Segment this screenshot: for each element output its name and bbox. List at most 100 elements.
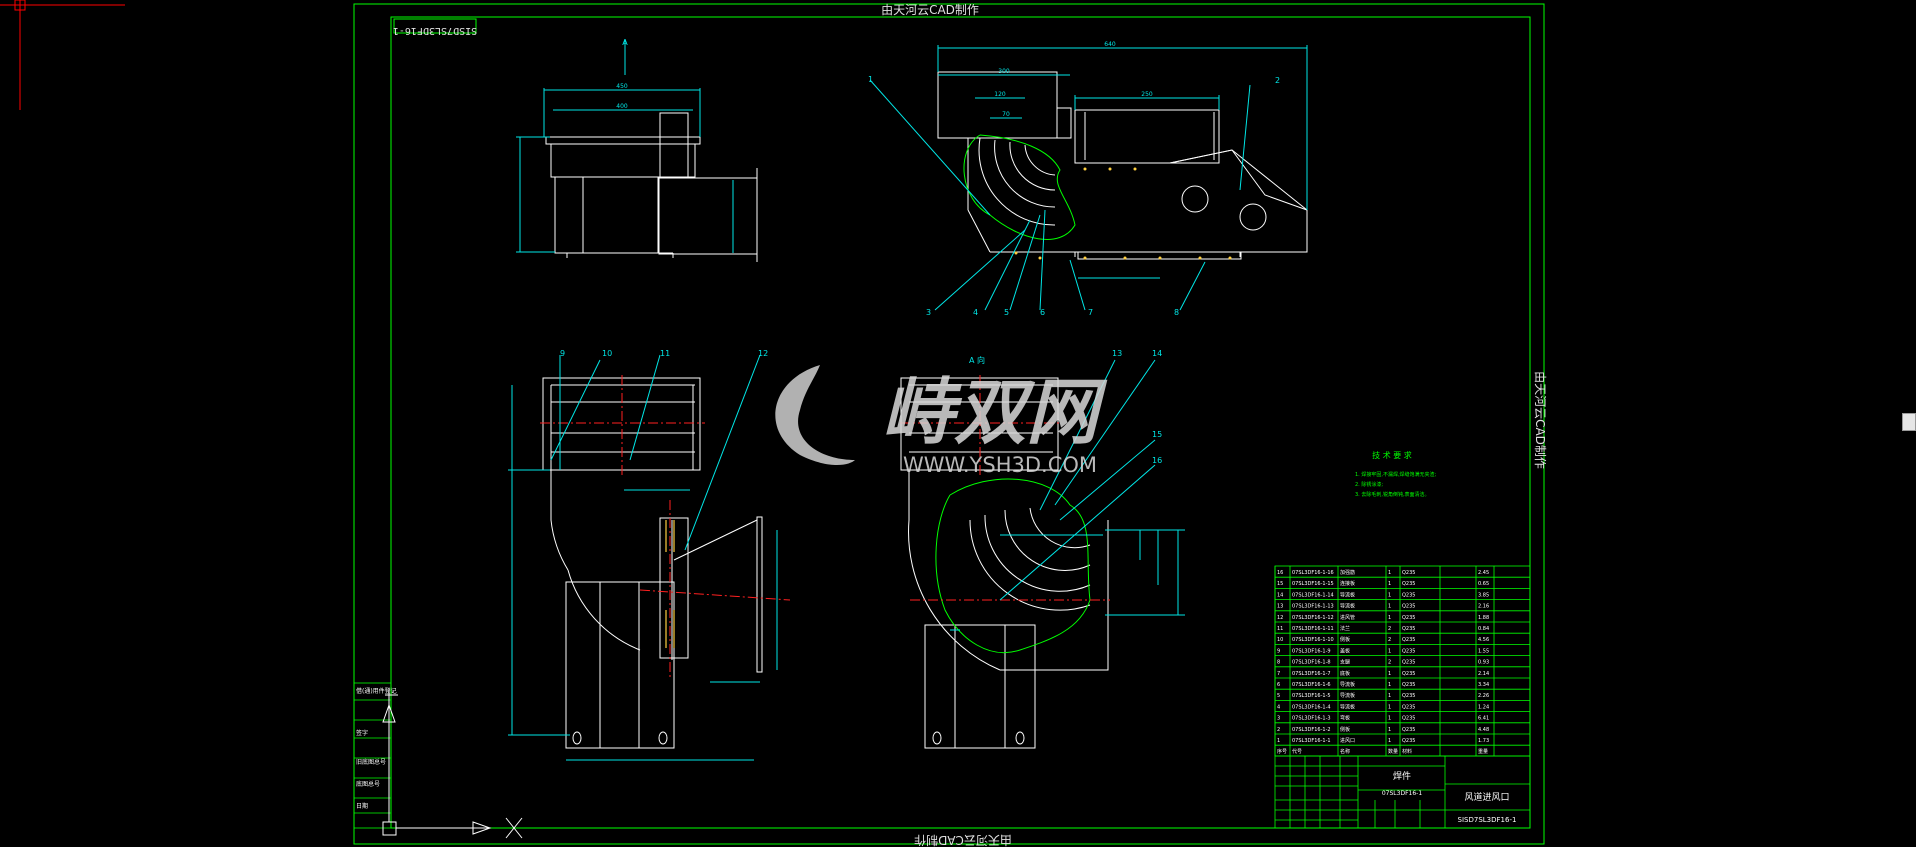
bom-cell-no: 7 — [1277, 671, 1280, 677]
view-bottom-right — [900, 377, 1109, 749]
bom-cell-no: 9 — [1277, 648, 1280, 654]
balloon-5: 5 — [1004, 308, 1009, 317]
watermark-top: 由天河云CAD制作 — [881, 3, 979, 17]
bom-cell-name: 法兰 — [1340, 625, 1350, 632]
tech-notes-line-3: 3. 去除毛刺,锐角倒钝,表面清洁。 — [1355, 491, 1430, 498]
bom-cell-no: 15 — [1277, 581, 1283, 587]
bom-cell-material: Q235 — [1402, 716, 1415, 722]
bom-cell-no: 8 — [1277, 660, 1280, 666]
balloon-2: 2 — [1275, 76, 1280, 85]
bom-cell-no: 14 — [1277, 592, 1283, 598]
dims-top-right — [869, 45, 1308, 311]
dims-top-left — [516, 40, 734, 253]
sheet-frame — [353, 3, 1545, 845]
bom-cell-qty: 1 — [1388, 604, 1391, 610]
bom-cell-weight: 1.24 — [1478, 704, 1489, 710]
bom-cell-name: 侧板 — [1340, 726, 1350, 733]
bom-cell-weight: 1.88 — [1478, 615, 1489, 621]
bom-cell-material: Q235 — [1402, 581, 1415, 587]
tech-notes-line-2: 2. 除锈涂漆; — [1355, 481, 1383, 488]
scrollbar-thumb[interactable] — [1902, 413, 1916, 431]
balloon-11: 11 — [660, 349, 670, 358]
bom-header-cell: 名称 — [1340, 748, 1350, 755]
bom-header-cell: 重量 — [1478, 748, 1488, 755]
dims-bottom-right — [950, 359, 1185, 631]
balloon-3: 3 — [926, 308, 931, 317]
bom-cell-weight: 2.14 — [1478, 671, 1489, 677]
bom-cell-code: 07SL3DF16-1-12 — [1292, 615, 1334, 621]
balloon-15: 15 — [1152, 430, 1162, 439]
dim-top-d3: 300 — [998, 68, 1010, 75]
bom-cell-qty: 1 — [1388, 704, 1391, 710]
bom-cell-material: Q235 — [1402, 570, 1415, 576]
bom-cell-qty: 1 — [1388, 570, 1391, 576]
bom-cell-weight: 2.45 — [1478, 570, 1489, 576]
hatch-top-right — [1014, 167, 1232, 260]
bom-cell-qty: 1 — [1388, 693, 1391, 699]
view-top-right — [937, 71, 1308, 260]
assembly-type: 焊件 — [1393, 770, 1411, 782]
bom-cell-code: 07SL3DF16-1-4 — [1292, 704, 1331, 710]
bom-header-cell: 数量 — [1388, 748, 1398, 755]
bom-cell-material: Q235 — [1402, 693, 1415, 699]
bom-header-cell: 材料 — [1402, 748, 1412, 755]
dim-top-overall: 640 — [1104, 41, 1116, 48]
bom-cell-name: 连接板 — [1340, 580, 1355, 587]
left-block-labels: 借(通)用件登记 旧底图总号 底图总号 签字 日期 — [356, 687, 397, 810]
bom-cell-name: 进风口 — [1340, 737, 1355, 744]
view-bottom-left — [542, 377, 763, 749]
bom-cell-no: 3 — [1277, 716, 1280, 722]
bom-cell-material: Q235 — [1402, 682, 1415, 688]
bom-cell-code: 07SL3DF16-1-14 — [1292, 592, 1334, 598]
bom-cell-weight: 3.85 — [1478, 592, 1489, 598]
bom-cell-name: 盖板 — [1340, 647, 1350, 654]
bom-cell-weight: 2.16 — [1478, 604, 1489, 610]
stamp-number: SISD7SL3DF16-1 — [393, 25, 477, 36]
bom-cell-qty: 1 — [1388, 727, 1391, 733]
bom-cell-code: 07SL3DF16-1-2 — [1292, 727, 1331, 733]
bom-cell-material: Q235 — [1402, 637, 1415, 643]
bom-cell-qty: 1 — [1388, 682, 1391, 688]
bom-cell-code: 07SL3DF16-1-6 — [1292, 682, 1331, 688]
bom-cell-name: 导流板 — [1340, 681, 1355, 688]
bom-header-cell: 序号 — [1277, 748, 1287, 755]
bom-cell-name: 底板 — [1340, 670, 1350, 677]
bom-cell-qty: 1 — [1388, 648, 1391, 654]
bom-cell-qty: 1 — [1388, 592, 1391, 598]
bom-cell-material: Q235 — [1402, 626, 1415, 632]
bom-cell-no: 2 — [1277, 727, 1280, 733]
left-label-5: 日期 — [356, 802, 368, 810]
view-label-a: A 向 — [969, 355, 985, 365]
bom-cell-material: Q235 — [1402, 727, 1415, 733]
balloon-14: 14 — [1152, 349, 1162, 358]
vertical-scrollbar[interactable] — [1902, 0, 1916, 847]
tech-notes: 技 术 要 求 1. 焊接牢固,不漏焊,焊缝饱满无夹渣; 2. 除锈涂漆; 3.… — [1355, 450, 1437, 498]
bom-cell-no: 4 — [1277, 704, 1280, 710]
bom-cell-name: 导流板 — [1340, 591, 1355, 598]
tech-notes-title: 技 术 要 求 — [1372, 450, 1412, 460]
bom-cell-material: Q235 — [1402, 648, 1415, 654]
left-label-3: 底图总号 — [356, 780, 380, 788]
bom-cell-material: Q235 — [1402, 704, 1415, 710]
bom-cell-code: 07SL3DF16-1-9 — [1292, 648, 1331, 654]
balloon-12: 12 — [758, 349, 768, 358]
bom-header-cell: 代号 — [1292, 748, 1302, 755]
bom-cell-no: 16 — [1277, 570, 1283, 576]
left-label-2: 旧底图总号 — [356, 758, 386, 766]
tech-notes-line-1: 1. 焊接牢固,不漏焊,焊缝饱满无夹渣; — [1355, 471, 1437, 478]
bom-cell-name: 加强筋 — [1340, 569, 1355, 576]
bom-cell-code: 07SL3DF16-1-13 — [1292, 604, 1334, 610]
dim-top-left-width: 450 — [616, 83, 628, 90]
dim-top-left-inner: 400 — [616, 103, 628, 110]
bom-cell-weight: 4.56 — [1478, 637, 1489, 643]
bom-cell-qty: 1 — [1388, 615, 1391, 621]
bom-cell-weight: 6.41 — [1478, 716, 1489, 722]
bom-cell-weight: 2.26 — [1478, 693, 1489, 699]
view-top-left — [545, 112, 758, 262]
watermark-bottom: 由天河云CAD制作 — [914, 833, 1012, 847]
centerlines-bottom-left — [540, 375, 791, 680]
logo-brand-text: 峙双网 — [882, 370, 1108, 454]
